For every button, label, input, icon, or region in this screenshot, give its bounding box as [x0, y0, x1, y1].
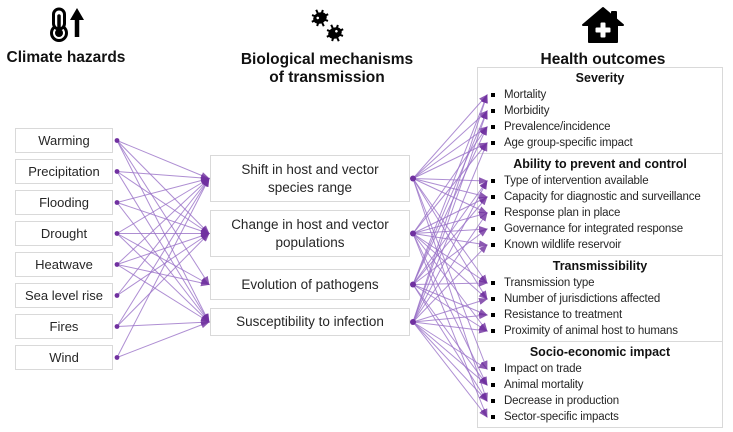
outcome-item-morbidity: Morbidity — [478, 103, 722, 119]
health-outcomes-column: Severity Mortality Morbidity Prevalence/… — [477, 67, 723, 428]
hazard-label: Heatwave — [35, 257, 93, 272]
square-bullet-icon — [491, 211, 495, 215]
germs-icon — [234, 6, 420, 49]
hazard-label: Precipitation — [28, 164, 100, 179]
group-title: Ability to prevent and control — [513, 157, 687, 171]
outcome-label: Type of intervention available — [504, 175, 649, 187]
outcome-label: Proximity of animal host to humans — [504, 325, 678, 337]
outcome-label: Animal mortality — [504, 379, 584, 391]
square-bullet-icon — [491, 399, 495, 403]
square-bullet-icon — [491, 141, 495, 145]
hazard-box-sea-level-rise: Sea level rise — [15, 283, 113, 308]
mechanism-label: Shift in host and vector species range — [241, 161, 379, 195]
outcome-label: Capacity for diagnostic and surveillance — [504, 191, 701, 203]
outcome-item-age-group-specific-impact: Age group-specific impact — [478, 135, 722, 151]
outcome-label: Transmission type — [504, 277, 595, 289]
outcome-item-capacity-diagnostic-surveillance: Capacity for diagnostic and surveillance — [478, 189, 722, 205]
square-bullet-icon — [491, 329, 495, 333]
hazard-label: Sea level rise — [24, 288, 104, 303]
outcome-label: Governance for integrated response — [504, 223, 684, 235]
outcome-item-proximity-animal-host-humans: Proximity of animal host to humans — [478, 323, 722, 339]
hazard-box-drought: Drought — [15, 221, 113, 246]
outcome-item-impact-on-trade: Impact on trade — [478, 361, 722, 377]
outcome-item-number-of-jurisdictions: Number of jurisdictions affected — [478, 291, 722, 307]
outcome-item-resistance-to-treatment: Resistance to treatment — [478, 307, 722, 323]
hazard-box-warming: Warming — [15, 128, 113, 153]
thermometer-rising-icon — [6, 6, 126, 47]
biological-mechanisms-header: Biological mechanisms of transmission — [234, 6, 420, 87]
climate-hazards-title: Climate hazards — [6, 49, 126, 66]
health-outcomes-title: Health outcomes — [540, 51, 666, 68]
square-bullet-icon — [491, 281, 495, 285]
square-bullet-icon — [491, 195, 495, 199]
mechanism-box-evolution-of-pathogens: Evolution of pathogens — [210, 269, 410, 300]
square-bullet-icon — [491, 243, 495, 247]
square-bullet-icon — [491, 415, 495, 419]
mechanism-box-change-host-vector-populations: Change in host and vector populations — [210, 210, 410, 257]
mechanism-label: Evolution of pathogens — [241, 276, 379, 292]
outcome-group-ability-to-prevent-and-control: Ability to prevent and control Type of i… — [477, 153, 723, 256]
outcome-label: Resistance to treatment — [504, 309, 622, 321]
outcome-group-severity: Severity Mortality Morbidity Prevalence/… — [477, 67, 723, 154]
outcome-item-decrease-in-production: Decrease in production — [478, 393, 722, 409]
outcome-label: Prevalence/incidence — [504, 121, 611, 133]
hazard-label: Wind — [49, 350, 79, 365]
outcome-item-mortality: Mortality — [478, 87, 722, 103]
square-bullet-icon — [491, 367, 495, 371]
outcome-item-response-plan-in-place: Response plan in place — [478, 205, 722, 221]
outcome-label: Decrease in production — [504, 395, 619, 407]
outcome-item-governance-integrated-response: Governance for integrated response — [478, 221, 722, 237]
outcome-group-socio-economic-impact: Socio-economic impact Impact on trade An… — [477, 341, 723, 428]
square-bullet-icon — [491, 227, 495, 231]
mechanism-label: Change in host and vector populations — [231, 216, 389, 250]
mechanism-box-susceptibility-to-infection: Susceptibility to infection — [210, 308, 410, 336]
group-title: Severity — [575, 71, 625, 85]
outcome-label: Morbidity — [504, 105, 550, 117]
square-bullet-icon — [491, 383, 495, 387]
hazard-box-heatwave: Heatwave — [15, 252, 113, 277]
hazard-box-precipitation: Precipitation — [15, 159, 113, 184]
hazard-label: Warming — [38, 133, 90, 148]
outcome-group-transmissibility: Transmissibility Transmission type Numbe… — [477, 255, 723, 342]
hazard-label: Flooding — [39, 195, 89, 210]
outcome-label: Response plan in place — [504, 207, 621, 219]
outcome-label: Number of jurisdictions affected — [504, 293, 661, 305]
outcome-label: Sector-specific impacts — [504, 411, 619, 423]
group-title: Transmissibility — [552, 259, 648, 273]
outcome-item-animal-mortality: Animal mortality — [478, 377, 722, 393]
mechanism-box-shift-host-vector-range: Shift in host and vector species range — [210, 155, 410, 202]
outcome-item-transmission-type: Transmission type — [478, 275, 722, 291]
outcome-item-sector-specific-impacts: Sector-specific impacts — [478, 409, 722, 425]
outcome-label: Mortality — [504, 89, 547, 101]
outcome-label: Impact on trade — [504, 363, 582, 375]
mechanism-label: Susceptibility to infection — [236, 314, 384, 329]
hazard-label: Fires — [49, 319, 79, 334]
health-outcomes-header: Health outcomes — [533, 6, 673, 69]
outcome-label: Known wildlife reservoir — [504, 239, 622, 251]
hazard-label: Drought — [40, 226, 88, 241]
hazard-box-wind: Wind — [15, 345, 113, 370]
biological-mechanisms-title: Biological mechanisms of transmission — [240, 51, 414, 86]
group-title: Socio-economic impact — [529, 345, 671, 359]
outcome-item-prevalence-incidence: Prevalence/incidence — [478, 119, 722, 135]
square-bullet-icon — [491, 297, 495, 301]
outcome-item-known-wildlife-reservoir: Known wildlife reservoir — [478, 237, 722, 253]
hazard-box-fires: Fires — [15, 314, 113, 339]
climate-hazards-header: Climate hazards — [6, 6, 126, 67]
square-bullet-icon — [491, 93, 495, 97]
hazard-box-flooding: Flooding — [15, 190, 113, 215]
climate-hazards-column: Warming Precipitation Flooding Drought H… — [15, 128, 113, 370]
outcome-label: Age group-specific impact — [504, 137, 633, 149]
outcome-item-type-of-intervention: Type of intervention available — [478, 173, 722, 189]
house-medical-icon — [533, 6, 673, 49]
square-bullet-icon — [491, 313, 495, 317]
square-bullet-icon — [491, 179, 495, 183]
square-bullet-icon — [491, 109, 495, 113]
square-bullet-icon — [491, 125, 495, 129]
